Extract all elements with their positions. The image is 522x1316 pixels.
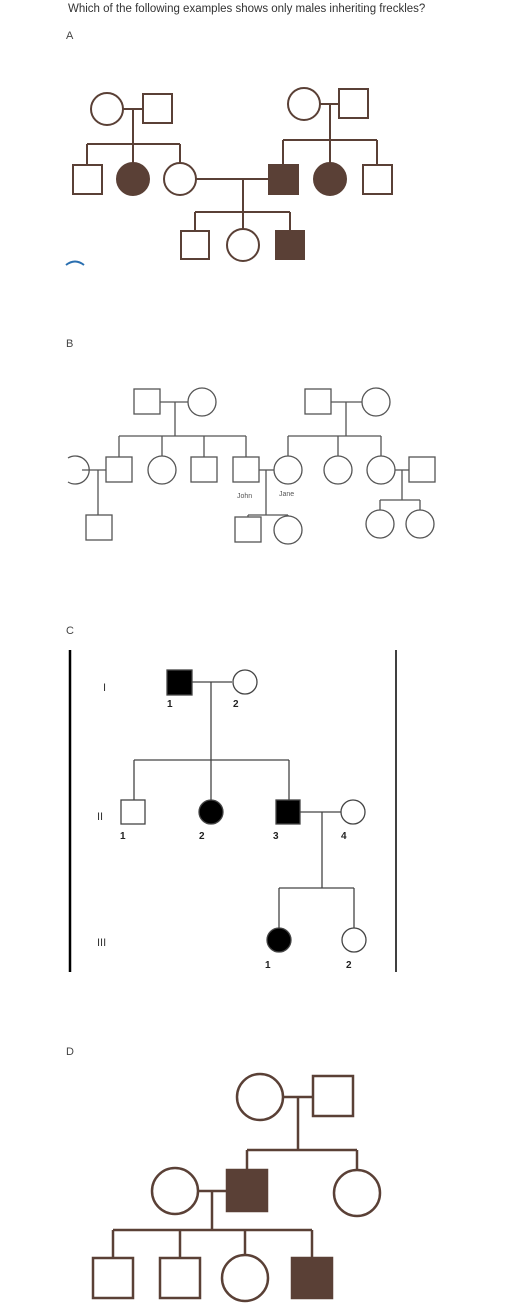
pedigree-a-affected-female-2 bbox=[313, 162, 347, 196]
c-i1-number: 1 bbox=[167, 699, 173, 710]
pedigree-d-female-1 bbox=[235, 1072, 285, 1122]
cropped-shape bbox=[65, 260, 85, 266]
pedigree-b-male-john bbox=[232, 456, 260, 483]
pedigree-d-male-2 bbox=[91, 1256, 135, 1300]
generation-i-label: I bbox=[103, 682, 106, 694]
pedigree-b-male-4 bbox=[190, 456, 218, 483]
pedigree-a-male-2 bbox=[72, 164, 103, 195]
pedigree-b-female-8 bbox=[405, 509, 435, 539]
pedigree-d-male-1 bbox=[311, 1074, 355, 1118]
pedigree-b-female-5 bbox=[366, 455, 396, 485]
pedigree-b-male-7 bbox=[234, 516, 262, 543]
option-a-label[interactable]: A bbox=[66, 30, 74, 42]
pedigree-a-female-1 bbox=[90, 92, 124, 126]
pedigree-b-female-6 bbox=[273, 515, 303, 545]
c-ii4-number: 4 bbox=[341, 831, 347, 842]
pedigree-a-female-2 bbox=[163, 162, 197, 196]
c-ii2-number: 2 bbox=[199, 831, 205, 842]
pedigree-a-male-1 bbox=[142, 93, 173, 124]
pedigree-c-male-ii1 bbox=[120, 799, 146, 825]
john-label: John bbox=[237, 493, 252, 500]
pedigree-b[interactable]: John Jane bbox=[0, 355, 522, 555]
pedigree-d-female-3 bbox=[332, 1168, 382, 1218]
pedigree-d-male-3 bbox=[158, 1256, 202, 1300]
pedigree-b-male-5 bbox=[408, 456, 436, 483]
pedigree-a-male-4 bbox=[362, 164, 393, 195]
pedigree-c-affected-female-iii1 bbox=[266, 927, 292, 953]
pedigree-d-female-4 bbox=[220, 1253, 270, 1303]
pedigree-a-male-3 bbox=[338, 88, 369, 119]
c-i2-number: 2 bbox=[233, 699, 239, 710]
pedigree-c-affected-female-ii2 bbox=[198, 799, 224, 825]
c-iii1-number: 1 bbox=[265, 960, 271, 971]
pedigree-c-female-ii4 bbox=[340, 799, 366, 825]
pedigree-b-male-2 bbox=[304, 388, 332, 415]
pedigree-b-female-jane bbox=[273, 455, 303, 485]
pedigree-d[interactable] bbox=[0, 1065, 522, 1316]
pedigree-a-female-4 bbox=[226, 228, 260, 262]
pedigree-b-female-2 bbox=[361, 387, 391, 417]
pedigree-d-affected-male-2 bbox=[290, 1256, 334, 1300]
pedigree-a[interactable] bbox=[0, 80, 522, 280]
pedigree-b-female-3 bbox=[147, 455, 177, 485]
pedigree-a-affected-male-2 bbox=[275, 230, 305, 260]
c-iii2-number: 2 bbox=[346, 960, 352, 971]
pedigree-a-female-3 bbox=[287, 87, 321, 121]
pedigree-d-affected-male-1 bbox=[225, 1168, 269, 1213]
pedigree-b-female-7 bbox=[365, 509, 395, 539]
pedigree-b-male-6 bbox=[85, 514, 113, 541]
pedigree-b-male-3 bbox=[105, 456, 133, 483]
generation-iii-label: III bbox=[97, 937, 106, 949]
pedigree-a-male-5 bbox=[180, 230, 210, 260]
option-b-label[interactable]: B bbox=[66, 338, 74, 350]
question-text: Which of the following examples shows on… bbox=[68, 3, 426, 15]
pedigree-b-male-1 bbox=[133, 388, 161, 415]
jane-label: Jane bbox=[279, 491, 294, 498]
pedigree-a-affected-male-1 bbox=[268, 164, 299, 195]
option-d-label[interactable]: D bbox=[66, 1046, 74, 1058]
pedigree-c-affected-male-ii3 bbox=[275, 799, 301, 825]
pedigree-a-affected-female-1 bbox=[116, 162, 150, 196]
pedigree-d-female-2 bbox=[150, 1166, 200, 1216]
generation-ii-label: II bbox=[97, 811, 103, 823]
pedigree-c-female-i2 bbox=[232, 669, 258, 695]
pedigree-c[interactable]: I II III 1 2 1 2 3 4 1 2 bbox=[0, 648, 522, 978]
pedigree-b-female-1 bbox=[187, 387, 217, 417]
c-ii3-number: 3 bbox=[273, 831, 279, 842]
option-c-label[interactable]: C bbox=[66, 625, 74, 637]
pedigree-b-female-4 bbox=[323, 455, 353, 485]
pedigree-c-affected-male-i1 bbox=[166, 669, 193, 696]
c-ii1-number: 1 bbox=[120, 831, 126, 842]
pedigree-c-female-iii2 bbox=[341, 927, 367, 953]
